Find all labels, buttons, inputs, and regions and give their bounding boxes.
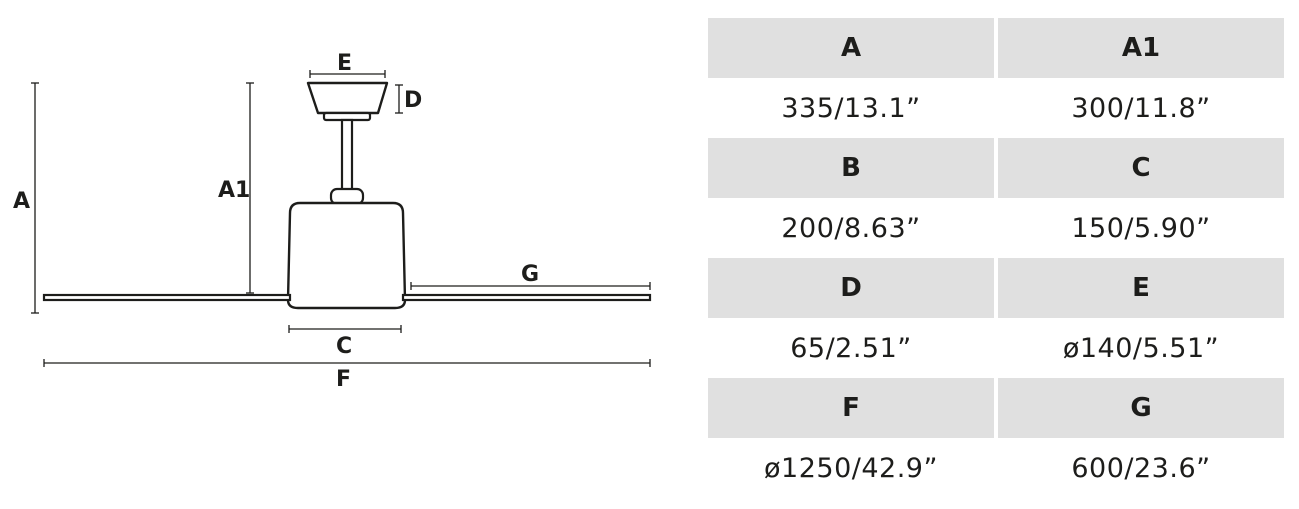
- spec-value-b: 200/8.63”: [708, 198, 994, 258]
- dimension-c: [288, 325, 402, 333]
- spec-label-f: F: [708, 378, 994, 438]
- spec-value-e: ø140/5.51”: [998, 318, 1284, 378]
- label-f: F: [336, 367, 351, 392]
- dimension-d: [395, 84, 403, 114]
- spec-label-a: A: [708, 18, 994, 78]
- label-g: G: [521, 262, 539, 287]
- spec-label-c: C: [998, 138, 1284, 198]
- dimension-a: [31, 82, 39, 314]
- dimension-f: [43, 359, 651, 367]
- dimension-g: [410, 282, 651, 290]
- spec-value-d: 65/2.51”: [708, 318, 994, 378]
- spec-label-b: B: [708, 138, 994, 198]
- label-a1: A1: [218, 178, 250, 203]
- spec-value-g: 600/23.6”: [998, 438, 1284, 498]
- spec-label-d: D: [708, 258, 994, 318]
- label-a: A: [13, 189, 30, 214]
- downrod-coupler: [329, 187, 365, 206]
- fan-downrod: [340, 118, 354, 192]
- spec-label-g: G: [998, 378, 1284, 438]
- spec-value-a: 335/13.1”: [708, 78, 994, 138]
- label-c: C: [336, 334, 352, 359]
- spec-value-c: 150/5.90”: [998, 198, 1284, 258]
- dimensions-table: A A1 335/13.1” 300/11.8” B C 200/8.63” 1…: [708, 18, 1284, 498]
- fan-canopy: [306, 81, 389, 115]
- fan-blade-right: [401, 293, 652, 302]
- spec-value-a1: 300/11.8”: [998, 78, 1284, 138]
- spec-value-f: ø1250/42.9”: [708, 438, 994, 498]
- dimension-a1: [246, 82, 254, 294]
- fan-dimension-diagram: A A1 E D G C: [13, 51, 652, 392]
- fan-motor-housing: [286, 201, 407, 310]
- spec-label-e: E: [998, 258, 1284, 318]
- label-d: D: [404, 88, 422, 113]
- label-e: E: [337, 51, 352, 76]
- fan-blade-left: [42, 293, 292, 302]
- spec-label-a1: A1: [998, 18, 1284, 78]
- dimension-e: [309, 70, 386, 78]
